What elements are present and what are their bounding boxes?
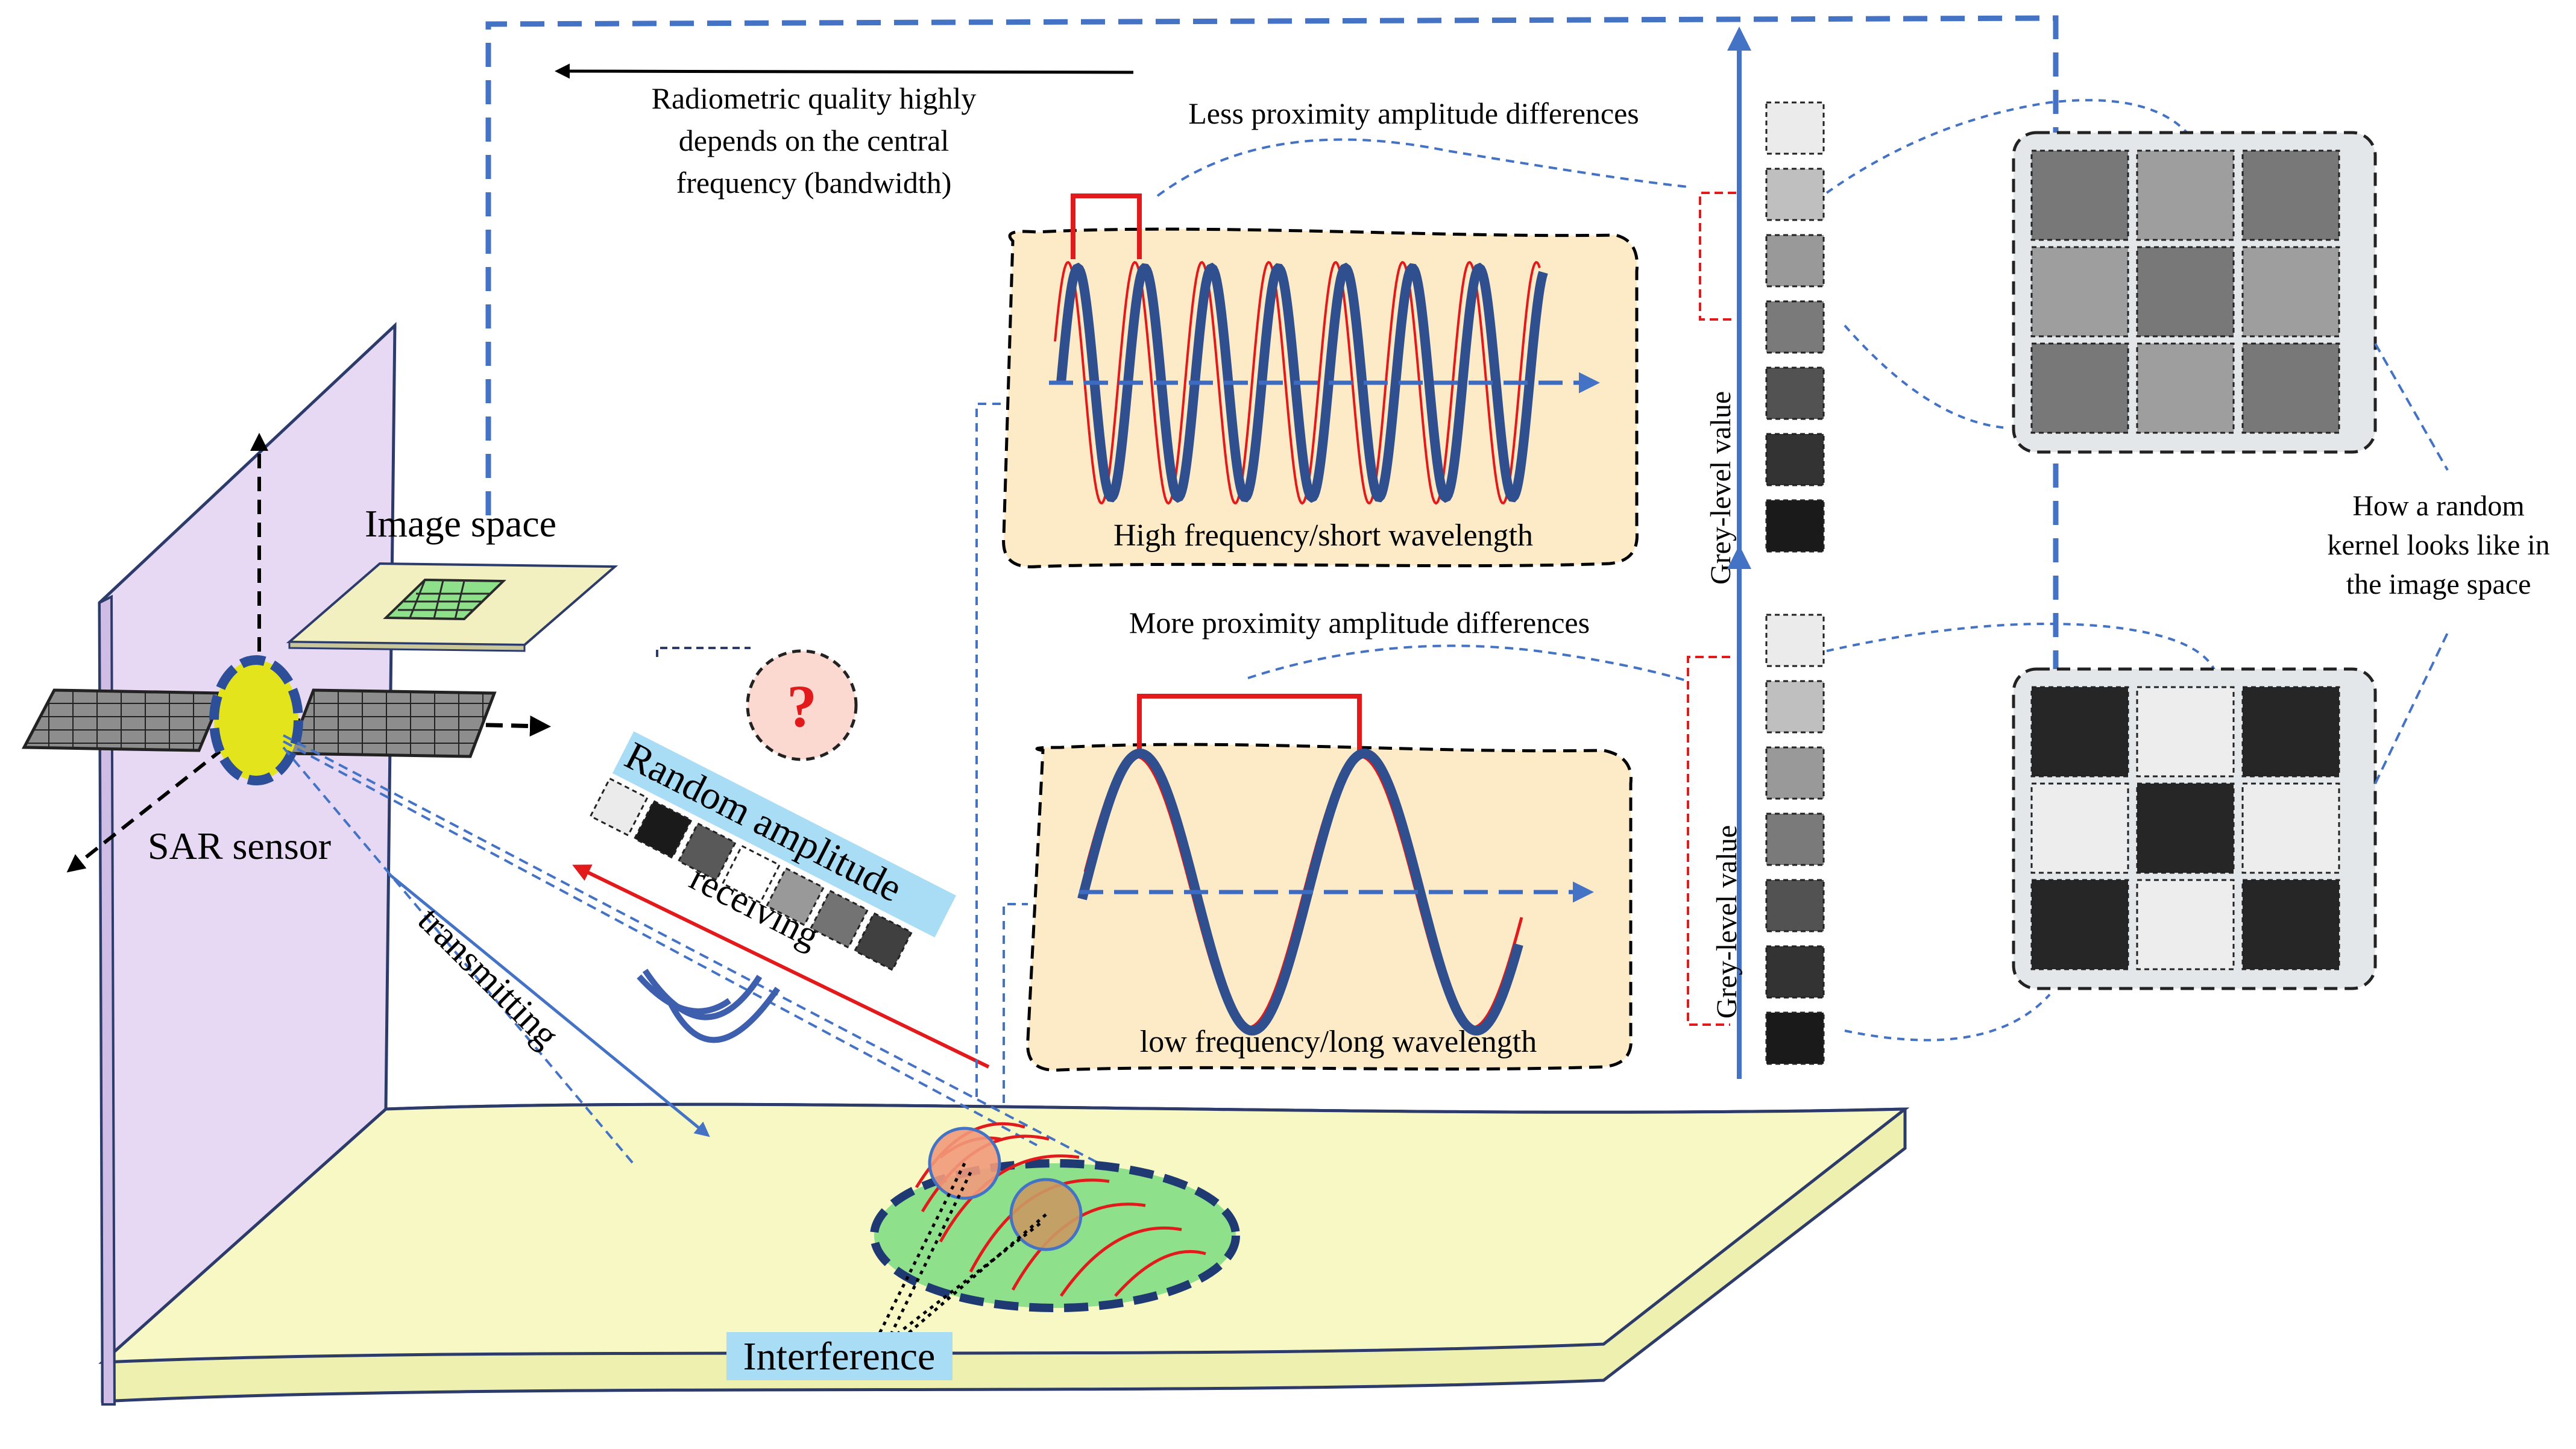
interference-label: Interference (743, 1334, 936, 1378)
grey-level-swatch (1765, 746, 1825, 800)
kernel-caption-line-3: the image space (2346, 568, 2531, 600)
high-frequency-panel: High frequency/short wavelength (1002, 193, 1639, 568)
kernel-cell (2241, 246, 2340, 338)
grey-level-swatch (1765, 366, 1825, 420)
low-frequency-wave (1077, 748, 1523, 1036)
kernel-caption-line-2: kernel looks like in (2327, 529, 2549, 561)
grey-scale-bar-top (1765, 101, 1825, 553)
interference-highlight (726, 1332, 953, 1380)
random-amplitude-swatch (853, 912, 913, 972)
footprint (870, 1122, 1240, 1348)
random-amplitude-swatch (589, 777, 649, 837)
less-proximity-label: Less proximity amplitude differences (1188, 96, 1639, 130)
grey-level-swatch (1765, 101, 1825, 155)
kernel-cell (2241, 782, 2340, 874)
sar-sensor-label: SAR sensor (148, 825, 331, 867)
grey-level-swatch (1765, 1011, 1825, 1065)
less-proximity-connector (1156, 138, 1689, 197)
low-frequency-panel: low frequency/long wavelength (1026, 694, 1633, 1072)
grey-level-swatch (1765, 433, 1825, 486)
kernel-cell (2241, 342, 2340, 434)
transmitting-label: transmitting (410, 899, 567, 1056)
kernel-cell (2030, 686, 2129, 778)
grey-scale-bar-bottom (1765, 614, 1825, 1065)
kernel-connector-2 (1844, 324, 2008, 429)
grey-level-swatch (1765, 813, 1825, 866)
solar-panel-right (287, 688, 497, 758)
grey-level-swatch (1765, 680, 1825, 734)
grey-level-swatch (1765, 499, 1825, 553)
kernel-top-grid (2030, 149, 2340, 434)
grey-level-swatch (1765, 879, 1825, 932)
more-proximity-label: More proximity amplitude differences (1129, 606, 1590, 640)
high-frequency-bracket (1071, 193, 1142, 259)
kernel-cell (2030, 149, 2129, 241)
sensor-body (209, 655, 303, 785)
kernel-cell (2136, 149, 2235, 241)
low-frequency-bracket (1137, 694, 1362, 753)
random-amplitude-swatch (721, 844, 781, 904)
high-frequency-wave (1056, 262, 1548, 503)
kernel-cell (2030, 782, 2129, 874)
kernel-cell (2030, 879, 2129, 970)
grey-level-swatch (1765, 614, 1825, 667)
radiometric-arrow (555, 63, 1134, 79)
receiving-arrow (572, 864, 990, 1069)
random-amplitude-swatch (633, 799, 693, 860)
kernel-cell (2030, 342, 2129, 434)
image-plane-wall (98, 322, 397, 1406)
transmitting-arrow (388, 873, 710, 1137)
kernel-caption-line-1: How a random (2352, 490, 2524, 522)
grey-level-label-bottom: Grey-level value (1711, 825, 1743, 1019)
signal-arcs (637, 969, 781, 1043)
random-amplitude-swatch (809, 889, 869, 949)
image-space-label: Image space (365, 502, 556, 545)
grey-level-swatch (1765, 234, 1825, 288)
solar-panel-left (21, 688, 225, 752)
kernel-cell (2136, 246, 2235, 338)
panel-connector-upper (975, 403, 1004, 1097)
beam-lines (282, 734, 1134, 1183)
kernel-cell (2241, 686, 2340, 778)
kernel-connector-1 (1825, 99, 2196, 194)
panel-connector-lower (1003, 903, 1028, 1103)
random-amplitude-swatch (677, 822, 737, 882)
radiometric-line-2: depends on the central (679, 124, 949, 157)
kernel-cell (2136, 879, 2235, 970)
image-space-plate (286, 562, 619, 652)
random-amplitude-highlight (612, 731, 956, 938)
random-amplitude-group: Random amplitude (589, 731, 956, 972)
radiometric-line-3: frequency (bandwidth) (676, 166, 952, 200)
kernel-caption-connector-bottom (2374, 632, 2449, 784)
kernel-cell (2136, 686, 2235, 778)
random-amplitude-swatch (765, 867, 825, 926)
grey-level-label-top: Grey-level value (1705, 391, 1737, 585)
low-frequency-caption: low frequency/long wavelength (1140, 1025, 1537, 1059)
high-frequency-caption: High frequency/short wavelength (1113, 518, 1533, 553)
random-amplitude-swatches (589, 777, 913, 972)
kernel-cell (2136, 342, 2235, 434)
kernel-cell (2241, 149, 2340, 241)
kernel-cell (2030, 246, 2129, 338)
kernel-bottom-frame (2012, 667, 2377, 990)
kernel-top-frame (2012, 131, 2377, 454)
bracket-top (1699, 192, 1736, 321)
more-proximity-connector (1247, 644, 1689, 682)
question-bubble: ? (656, 647, 858, 761)
high-frequency-wave-reference (1054, 260, 1541, 505)
sar-satellite (21, 433, 551, 873)
kernel-bottom-grid (2030, 686, 2340, 970)
bracket-bottom (1687, 656, 1730, 1026)
kernel-cell (2241, 879, 2340, 970)
question-mark: ? (787, 673, 817, 740)
grey-level-swatch (1765, 300, 1825, 354)
kernel-connector-4 (1844, 993, 2051, 1042)
radiometric-line-1: Radiometric quality highly (652, 81, 977, 115)
grey-level-swatch (1765, 945, 1825, 999)
kernel-cell (2136, 782, 2235, 874)
kernel-caption-connector-top (2374, 343, 2449, 471)
grey-level-swatch (1765, 168, 1825, 221)
